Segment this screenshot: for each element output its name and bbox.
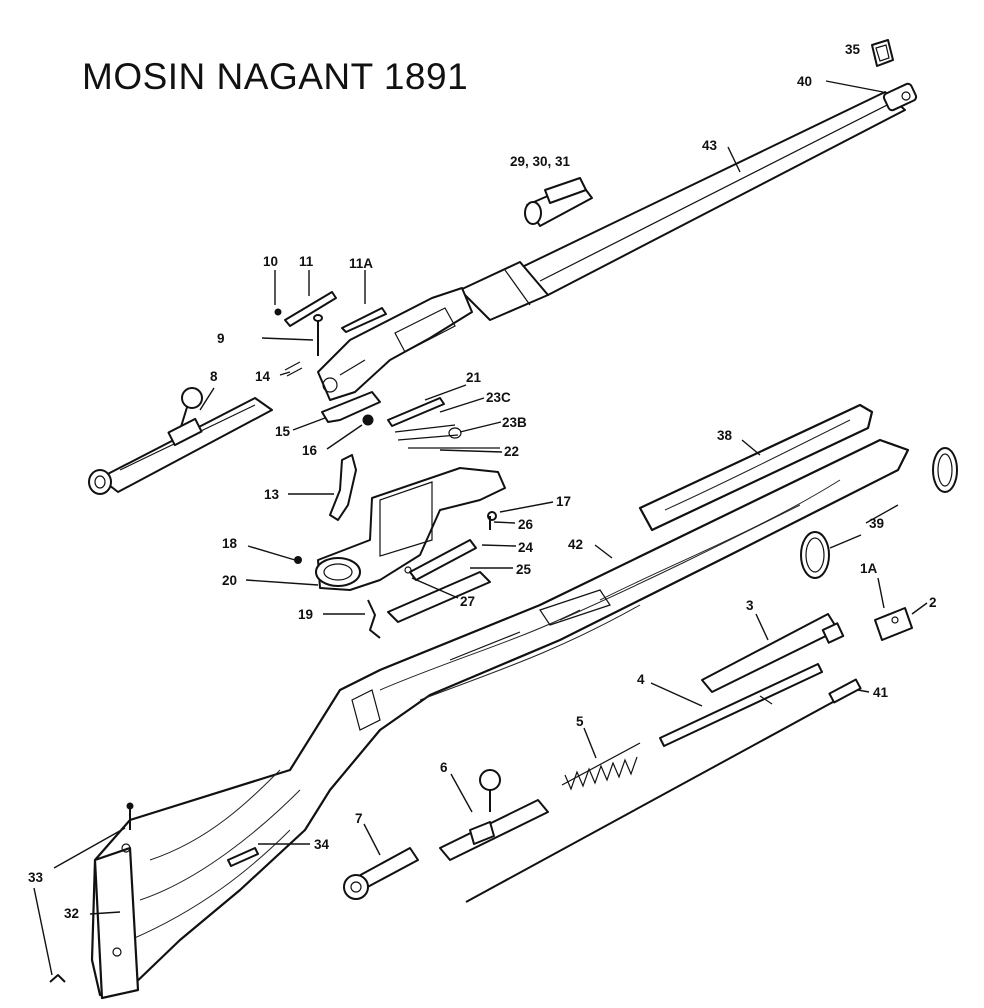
bolt-assembly bbox=[88, 387, 273, 495]
cocking-piece bbox=[343, 847, 419, 900]
barrel-bands bbox=[800, 447, 958, 579]
callout-5: 5 bbox=[576, 714, 584, 729]
sear-parts bbox=[321, 391, 381, 426]
callout-39: 39 bbox=[869, 516, 884, 531]
callout-3: 3 bbox=[746, 598, 754, 613]
callout-13: 13 bbox=[264, 487, 280, 502]
callout-21: 21 bbox=[466, 370, 482, 385]
callout-23c: 23C bbox=[486, 390, 511, 405]
callout-16: 16 bbox=[302, 443, 318, 458]
handguard bbox=[638, 403, 874, 532]
callout-14: 14 bbox=[255, 369, 271, 384]
sling-swivel bbox=[227, 847, 259, 867]
trigger-guard-magazine bbox=[315, 467, 506, 591]
diagram-title: MOSIN NAGANT 1891 bbox=[82, 56, 469, 97]
callout-19: 19 bbox=[298, 607, 313, 622]
barrel bbox=[459, 91, 906, 321]
leader-lines bbox=[33, 80, 928, 976]
callout-11: 11 bbox=[299, 254, 314, 269]
callout-17: 17 bbox=[556, 494, 571, 509]
callout-41: 41 bbox=[873, 685, 889, 700]
callout-43: 43 bbox=[702, 138, 718, 153]
callout-42: 42 bbox=[568, 537, 583, 552]
callout-labels: 35 40 43 29, 30, 31 10 11 11A 9 14 8 15 … bbox=[28, 42, 937, 921]
callout-20: 20 bbox=[222, 573, 237, 588]
front-sight-hood bbox=[871, 39, 894, 67]
callout-7: 7 bbox=[355, 811, 363, 826]
mainspring bbox=[561, 742, 641, 791]
small-parts-upper bbox=[274, 291, 387, 377]
callout-32: 32 bbox=[64, 906, 79, 921]
callout-6: 6 bbox=[440, 760, 448, 775]
callout-34: 34 bbox=[314, 837, 330, 852]
callout-10: 10 bbox=[263, 254, 278, 269]
magazine-springs bbox=[387, 397, 500, 449]
cleaning-rod bbox=[465, 678, 862, 903]
callout-22: 22 bbox=[504, 444, 519, 459]
callout-40: 40 bbox=[797, 74, 812, 89]
callout-23b: 23B bbox=[502, 415, 527, 430]
band-spring bbox=[874, 607, 913, 641]
callout-9: 9 bbox=[217, 331, 225, 346]
bolt-body bbox=[439, 769, 549, 861]
callout-26: 26 bbox=[518, 517, 534, 532]
receiver bbox=[317, 287, 473, 401]
callout-25: 25 bbox=[516, 562, 532, 577]
callout-33: 33 bbox=[28, 870, 44, 885]
callout-35: 35 bbox=[845, 42, 861, 57]
callout-15: 15 bbox=[275, 424, 291, 439]
callout-2: 2 bbox=[929, 595, 937, 610]
callout-38: 38 bbox=[717, 428, 733, 443]
callout-29-30-31: 29, 30, 31 bbox=[510, 154, 571, 169]
callout-18: 18 bbox=[222, 536, 238, 551]
trigger bbox=[329, 454, 357, 521]
magazine-follower bbox=[387, 511, 497, 623]
stock bbox=[90, 438, 910, 1000]
callout-4: 4 bbox=[637, 672, 645, 687]
callout-27: 27 bbox=[460, 594, 475, 609]
butt-plate-screws bbox=[49, 802, 134, 983]
firing-pin bbox=[659, 663, 823, 747]
callout-8: 8 bbox=[210, 369, 218, 384]
ejector-spring-part bbox=[701, 613, 845, 693]
rear-sight bbox=[524, 177, 593, 227]
callout-11a: 11A bbox=[349, 256, 373, 271]
callout-24: 24 bbox=[518, 540, 534, 555]
callout-1a: 1A bbox=[860, 561, 878, 576]
front-sight bbox=[882, 82, 918, 112]
screw-and-pin bbox=[294, 556, 381, 639]
